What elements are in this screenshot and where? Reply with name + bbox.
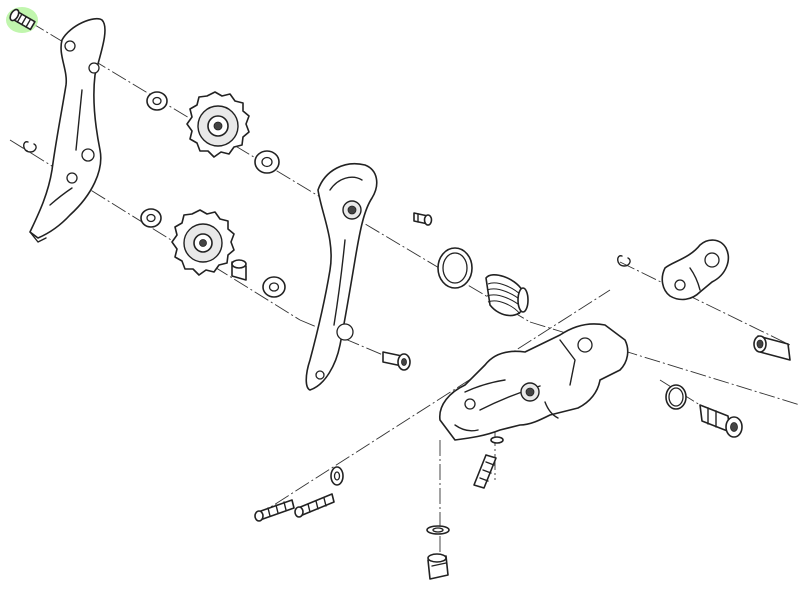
b-bolt-o-ring[interactable] bbox=[665, 384, 687, 410]
cage-return-spring[interactable] bbox=[485, 274, 529, 317]
bolt-head bbox=[9, 8, 20, 22]
limit-screw-washer[interactable] bbox=[330, 466, 344, 486]
upper-jockey-pulley[interactable] bbox=[186, 91, 250, 158]
b-knuckle[interactable] bbox=[661, 239, 730, 301]
washer-lower-right[interactable] bbox=[262, 276, 286, 298]
pulley-bushing[interactable] bbox=[231, 259, 247, 281]
cage-stop-pin[interactable] bbox=[413, 212, 433, 226]
lower-tension-pulley[interactable] bbox=[171, 209, 235, 276]
axis-hanger bbox=[619, 261, 791, 346]
limit-screw-low[interactable] bbox=[294, 493, 335, 518]
inner-cage-plate[interactable] bbox=[305, 163, 378, 391]
limit-screw-high[interactable] bbox=[254, 499, 295, 522]
mounting-b-bolt[interactable] bbox=[699, 404, 743, 438]
hanger-socket-bolt[interactable] bbox=[753, 335, 791, 361]
axis-knuckle-bolt bbox=[529, 321, 800, 406]
cable-clamp-washer[interactable] bbox=[426, 525, 450, 535]
c-clip-left[interactable] bbox=[23, 141, 37, 153]
washer-upper-right[interactable] bbox=[254, 150, 280, 174]
cage-seal-ring[interactable] bbox=[437, 247, 473, 289]
derailleur-main-body[interactable] bbox=[439, 323, 629, 441]
cable-clamp-bolt[interactable] bbox=[427, 553, 449, 580]
cage-pivot-bolt[interactable] bbox=[6, 7, 38, 33]
b-tension-screw[interactable] bbox=[473, 436, 504, 489]
outer-cage-plate[interactable] bbox=[29, 18, 106, 243]
washer-lower-left[interactable] bbox=[140, 208, 162, 228]
washer-upper-left[interactable] bbox=[146, 91, 168, 111]
c-clip-right[interactable] bbox=[617, 255, 631, 267]
cage-lower-bolt[interactable] bbox=[382, 351, 411, 371]
axis-limit-screws bbox=[254, 289, 611, 518]
